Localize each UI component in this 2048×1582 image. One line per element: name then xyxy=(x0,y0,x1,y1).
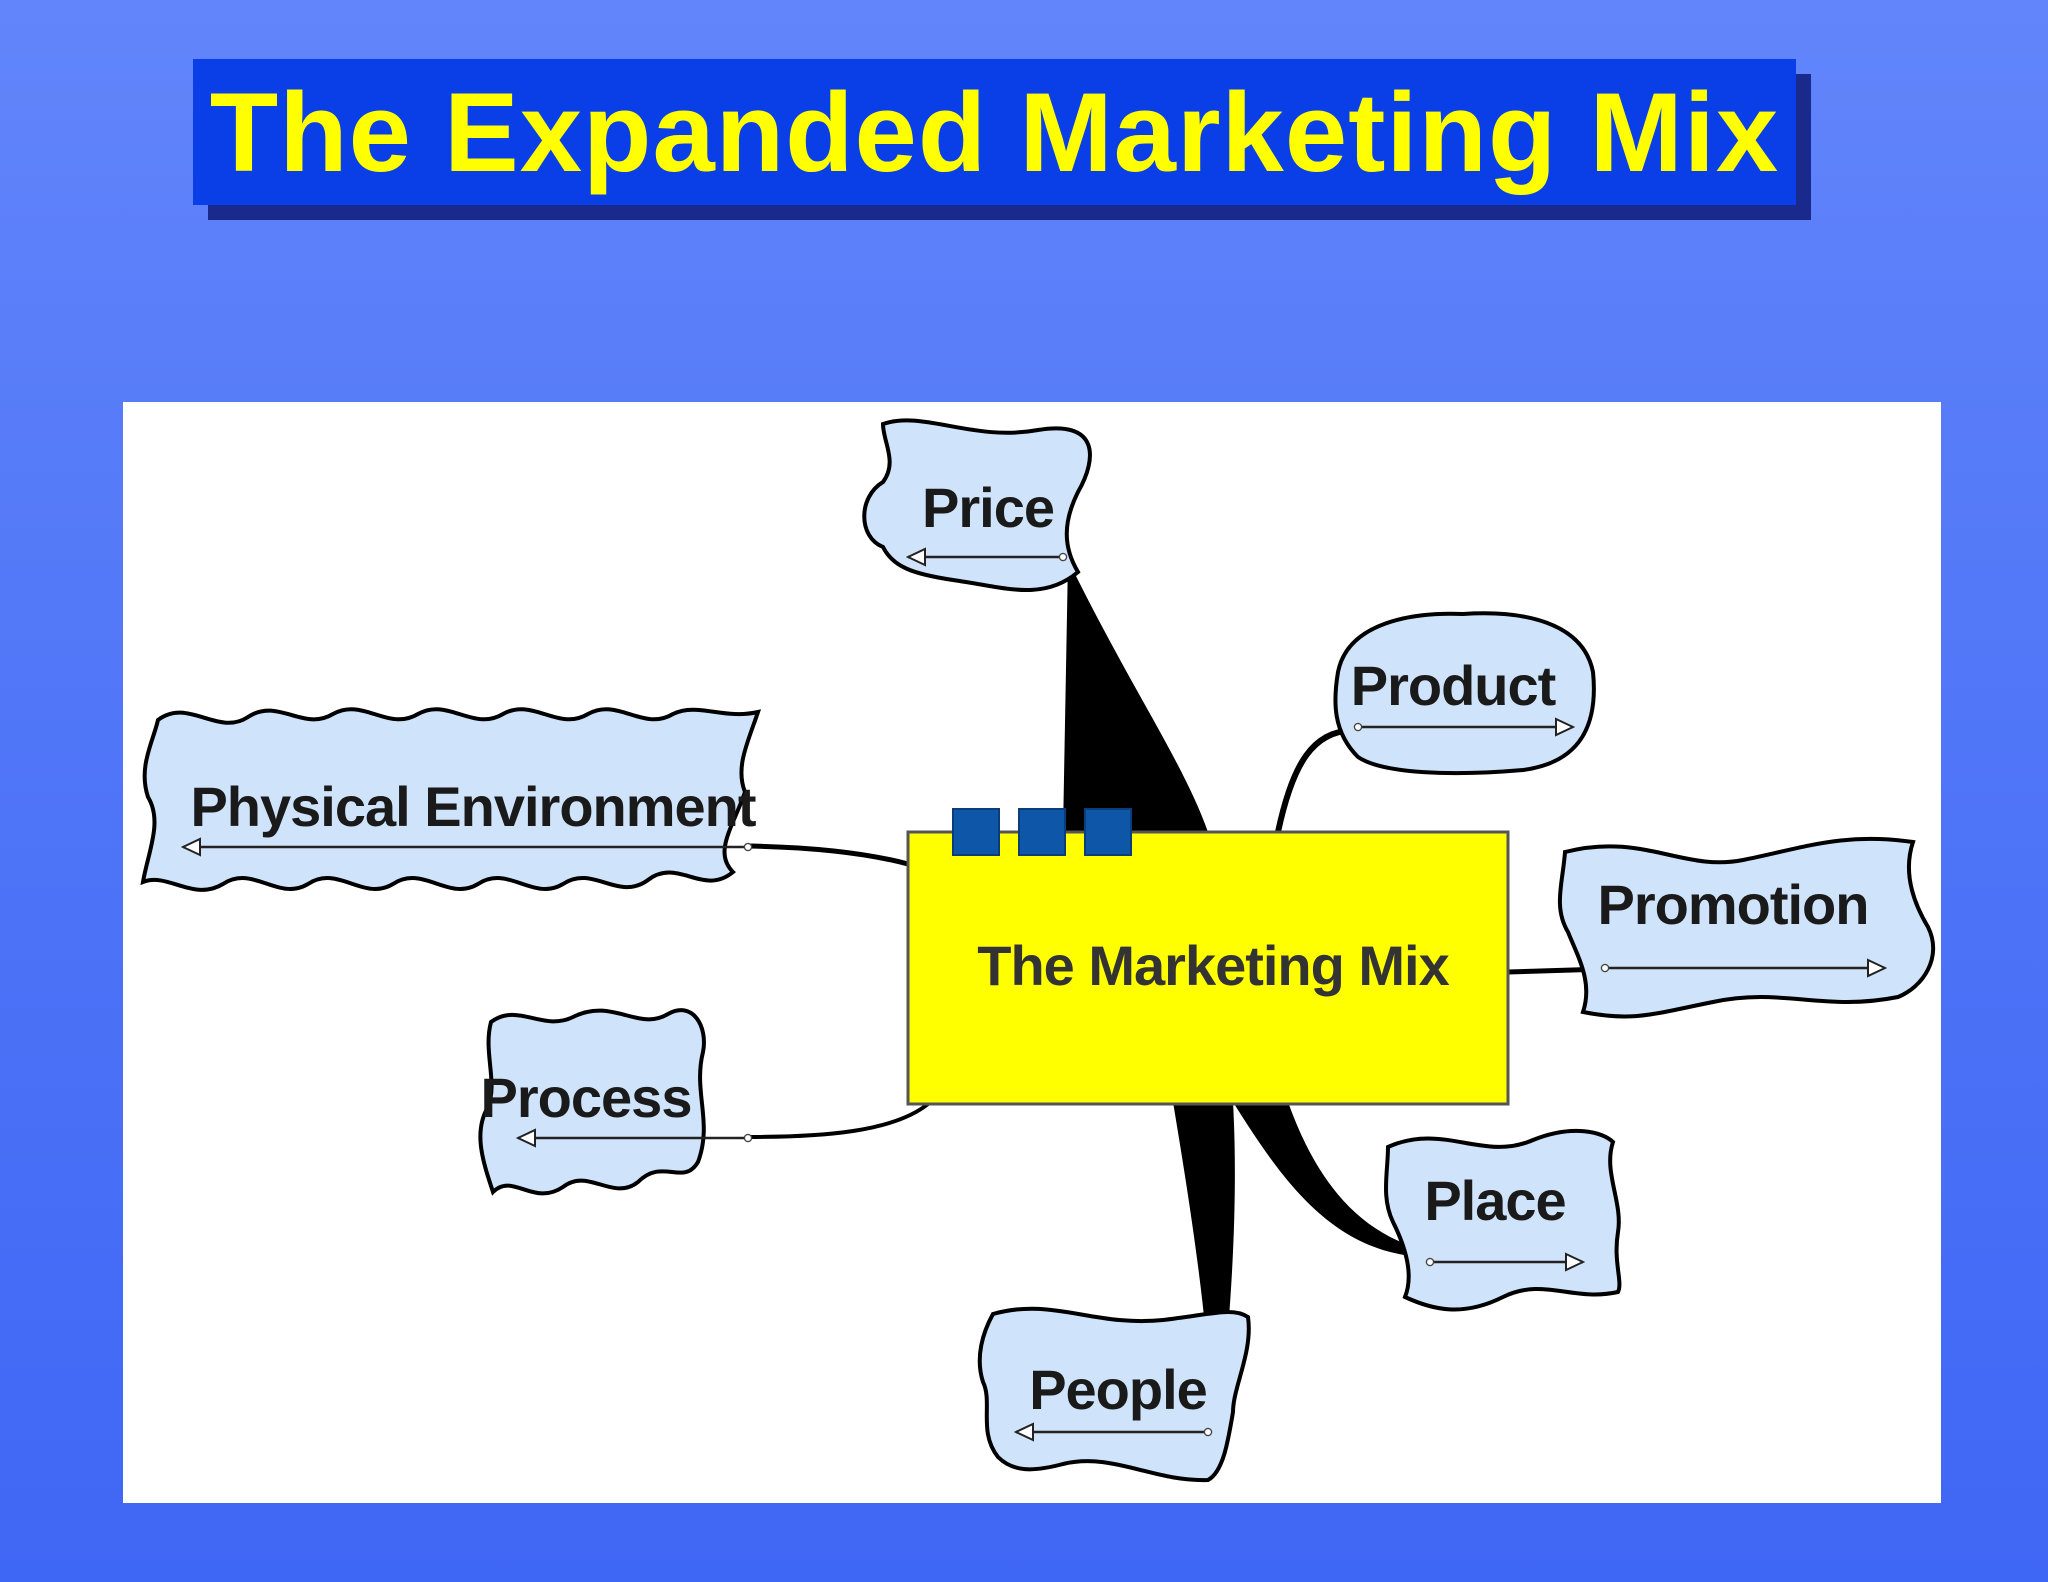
title-banner: The Expanded Marketing Mix xyxy=(193,59,1796,205)
center-box xyxy=(906,830,1510,1106)
connector-place xyxy=(1233,1102,1425,1257)
center-tab-3 xyxy=(1084,808,1132,856)
mind-map: Price Product Promotion Place People xyxy=(140,418,1936,1483)
node-place-label: Place xyxy=(1424,1169,1565,1232)
node-price-label: Price xyxy=(922,476,1054,539)
connector-process xyxy=(747,1102,930,1139)
node-product[interactable]: Product xyxy=(1333,611,1596,776)
node-place[interactable]: Place xyxy=(1383,1128,1622,1312)
center-label: The Marketing Mix xyxy=(977,934,1449,997)
node-process-label: Process xyxy=(481,1066,692,1129)
center-tab-2 xyxy=(1018,808,1066,856)
connector-physical xyxy=(747,843,909,867)
page-title: The Expanded Marketing Mix xyxy=(209,69,1780,195)
node-people[interactable]: People xyxy=(977,1306,1251,1483)
node-product-label: Product xyxy=(1351,654,1556,717)
center-tab-1 xyxy=(952,808,1000,856)
node-people-label: People xyxy=(1029,1358,1207,1421)
node-physical-environment-label: Physical Environment xyxy=(190,775,755,838)
node-physical-environment[interactable]: Physical Environment xyxy=(140,707,762,892)
diagram-panel: Price Product Promotion Place People xyxy=(123,402,1941,1503)
node-process[interactable]: Process xyxy=(478,1008,748,1196)
node-promotion-label: Promotion xyxy=(1598,873,1869,936)
node-price[interactable]: Price xyxy=(862,418,1092,592)
node-promotion[interactable]: Promotion xyxy=(1557,836,1936,1019)
center-node[interactable]: The Marketing Mix xyxy=(906,808,1510,1106)
